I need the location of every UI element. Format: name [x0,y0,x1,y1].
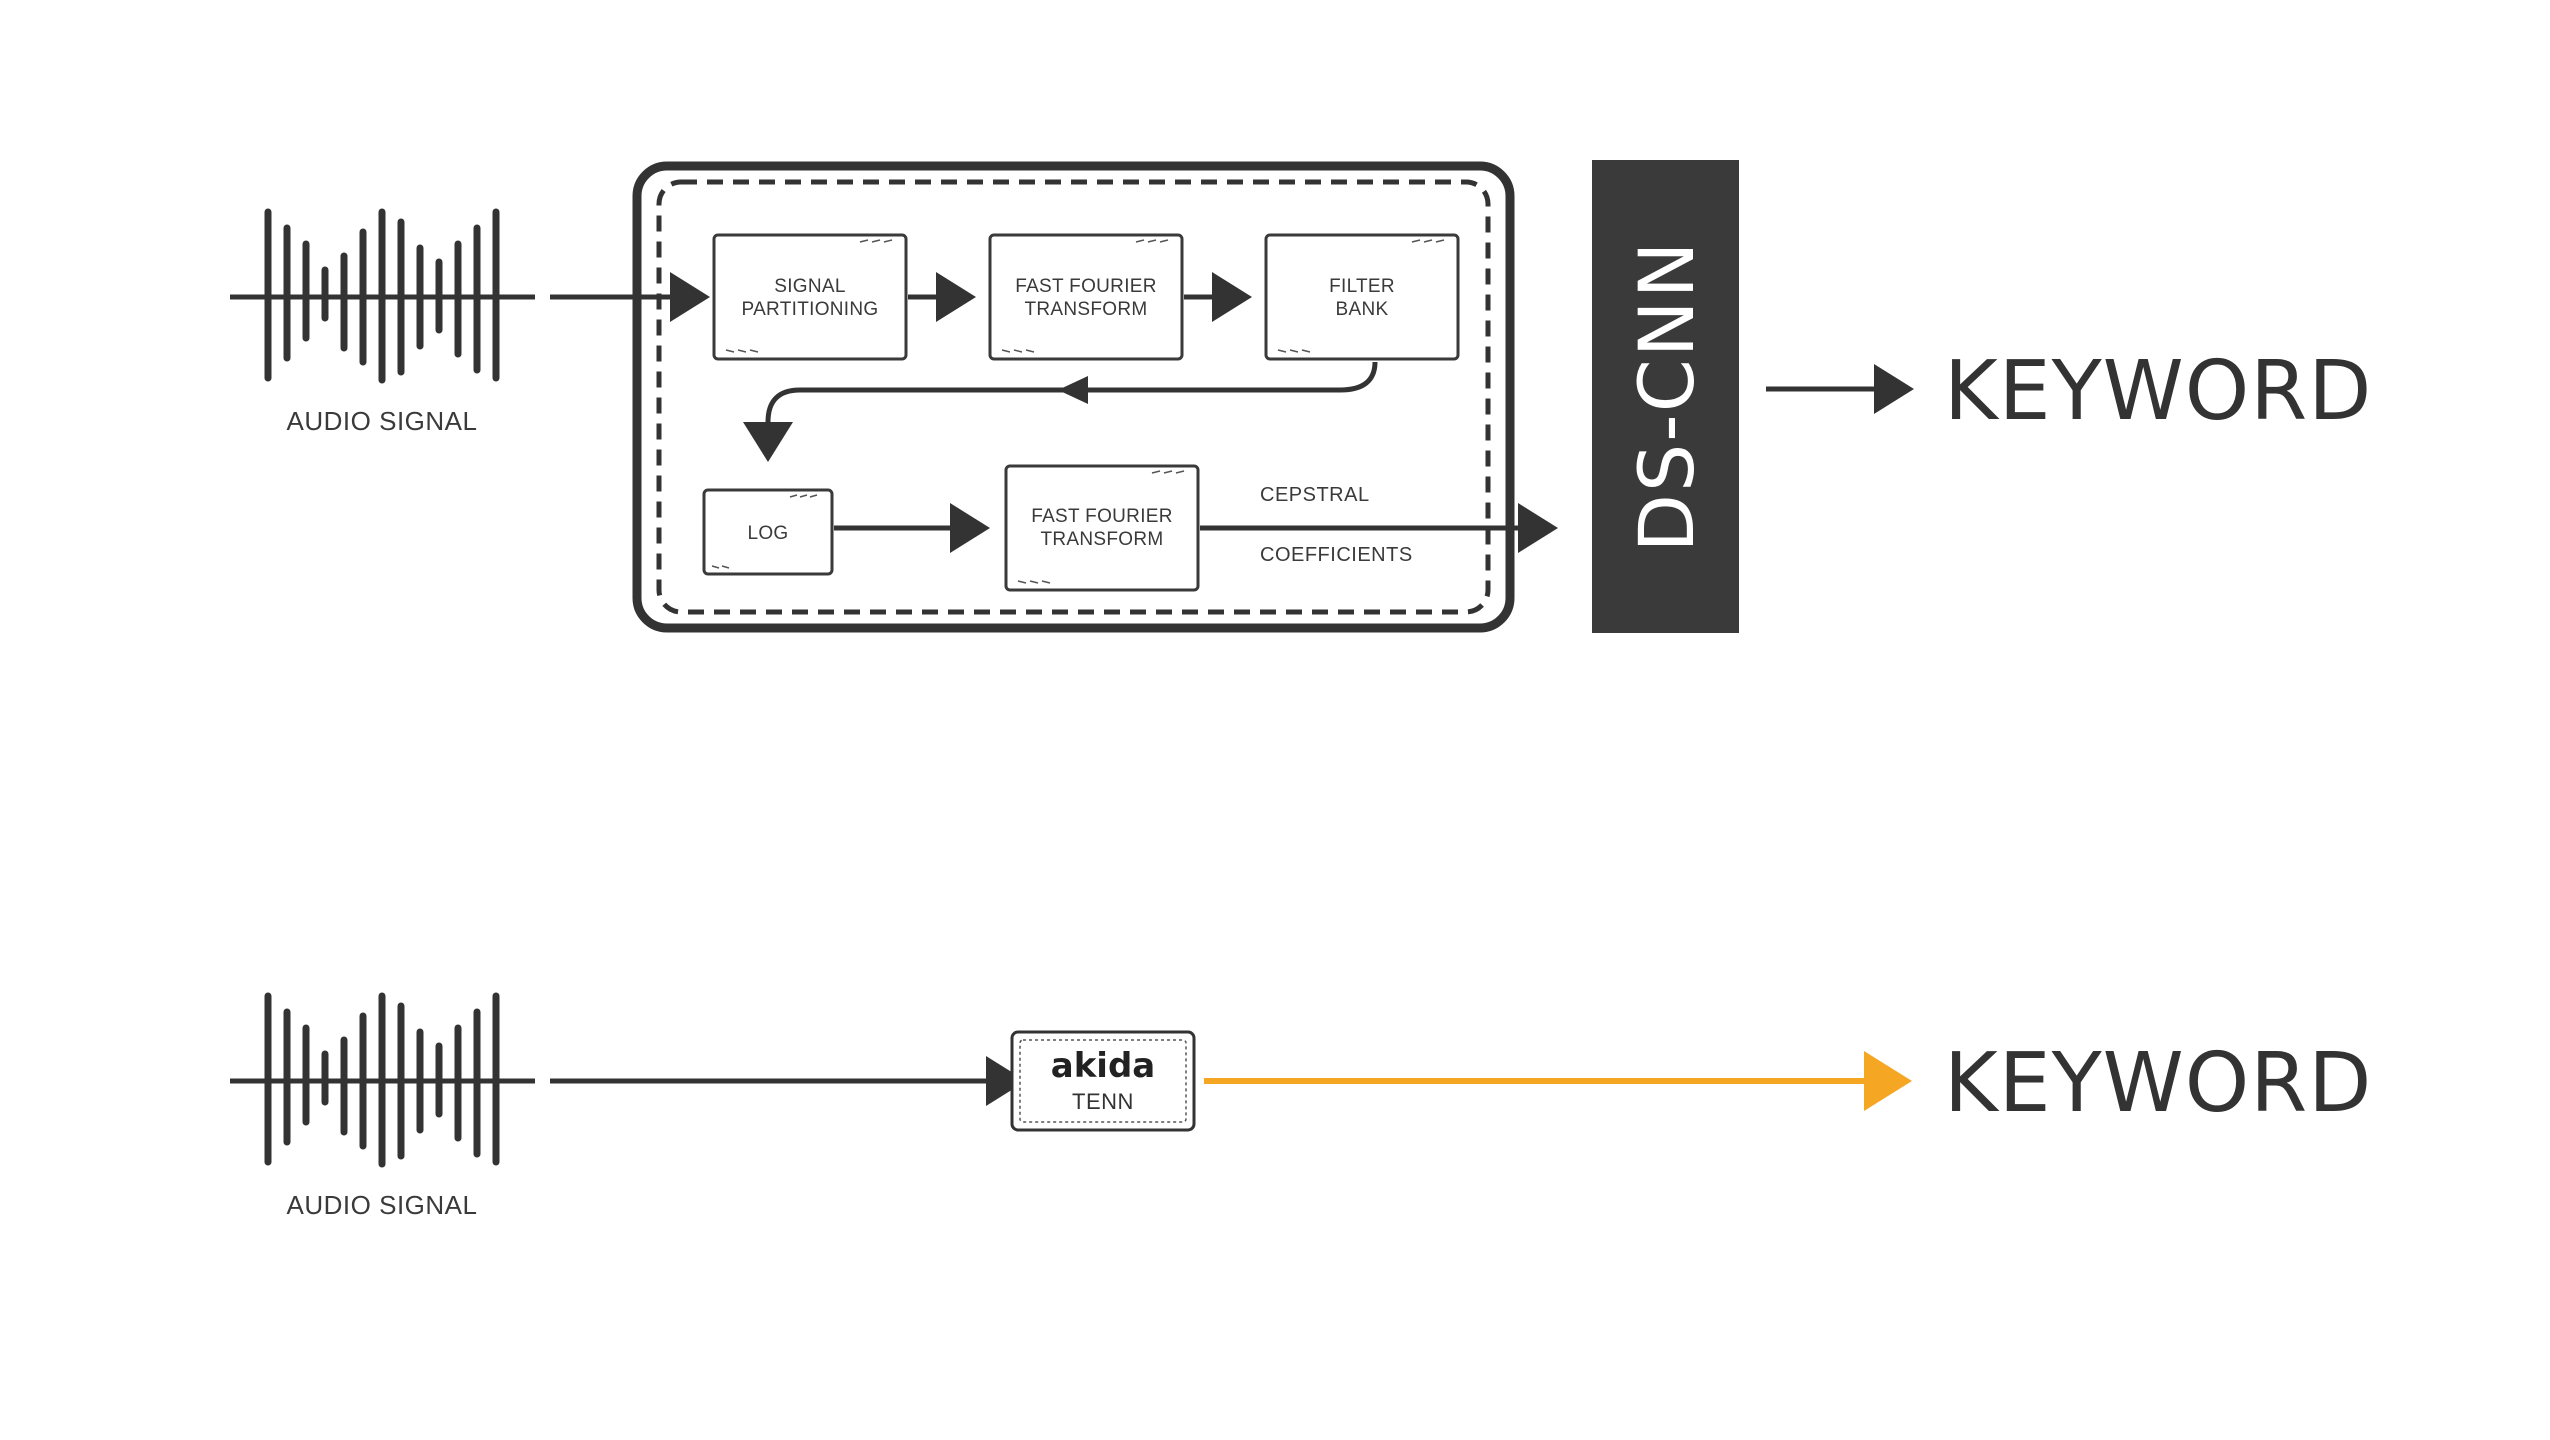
cepstral-label: CEPSTRAL [1260,484,1370,506]
signal-partitioning-box: SIGNAL PARTITIONING [712,233,908,361]
ds-cnn-block: DS-CNN [1592,160,1739,633]
filter-bank-line1: FILTER [1329,276,1395,297]
log-label: LOG [747,523,788,544]
waveform-icon [230,992,535,1168]
coefficients-label: COEFFICIENTS [1260,544,1413,566]
fft-2-line1: FAST FOURIER [1031,506,1173,527]
feature-extraction-dashed-border [656,179,1491,615]
akida-tenn-chip: akida TENN [1010,1030,1196,1132]
audio-signal-label-top: AUDIO SIGNAL [287,406,478,436]
fft-1-line2: TRANSFORM [1024,299,1147,320]
fft-2-line2: TRANSFORM [1040,529,1163,550]
signal-partitioning-line1: SIGNAL [774,276,846,297]
audio-signal-label-bottom: AUDIO SIGNAL [287,1190,478,1220]
keyword-output-bottom: KEYWORD [1944,1036,2372,1131]
ds-cnn-label: DS-CNN [1622,240,1711,553]
fft-1-line1: FAST FOURIER [1015,276,1157,297]
fft-box-1: FAST FOURIER TRANSFORM [988,233,1184,361]
log-box: LOG [702,488,834,576]
feature-extraction-container [632,161,1515,633]
fft-box-2: FAST FOURIER TRANSFORM [1004,464,1200,592]
tenn-label: TENN [1072,1089,1134,1114]
arrow-filterbank-to-log [743,361,1378,462]
waveform-icon [230,208,535,384]
keyword-output-top: KEYWORD [1944,344,2372,439]
akida-logo-text: akida [1051,1046,1156,1086]
filter-bank-box: FILTER BANK [1264,233,1460,361]
arrow-left-icon [1058,376,1088,404]
signal-partitioning-line2: PARTITIONING [742,299,879,320]
filter-bank-line2: BANK [1336,299,1389,320]
